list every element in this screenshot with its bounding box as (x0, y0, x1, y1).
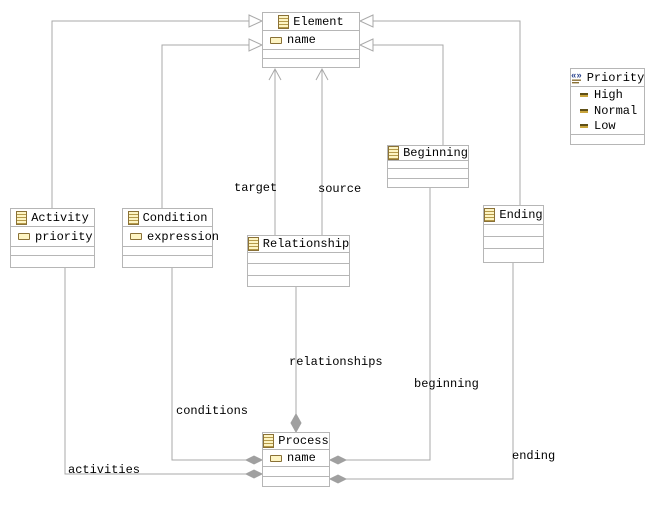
class-title: Activity (31, 210, 89, 225)
class-icon (484, 208, 496, 222)
bottom-compartment (263, 59, 359, 67)
generalization-ending-element[interactable] (358, 14, 521, 205)
bottom-compartment (263, 477, 329, 486)
class-relationship-header: Relationship (248, 236, 349, 253)
attribute-icon (270, 454, 282, 462)
enum-literal-row[interactable]: High (571, 87, 644, 103)
attribute-icon (270, 36, 282, 44)
bottom-compartment (248, 276, 349, 286)
class-icon (388, 146, 400, 160)
attribute-row[interactable]: name (270, 451, 329, 465)
bottom-compartment (571, 135, 644, 144)
attributes-compartment (248, 253, 349, 264)
containment-beginning[interactable] (328, 188, 431, 465)
attributes-compartment (484, 225, 543, 237)
generalization-activity-element[interactable] (51, 14, 264, 208)
edge-label-source[interactable]: source (318, 182, 362, 196)
containment-relationships[interactable] (290, 287, 302, 434)
class-process[interactable]: Process name (262, 432, 330, 487)
edge-label-target[interactable]: target (234, 181, 278, 195)
class-beginning[interactable]: Beginning (387, 145, 469, 188)
containment-conditions[interactable] (171, 268, 264, 465)
attribute-icon (18, 233, 30, 240)
edge-label-conditions[interactable]: conditions (176, 404, 249, 418)
class-icon (248, 237, 259, 251)
enum-literal-icon (580, 108, 588, 113)
enum-title: Priority (586, 70, 644, 85)
class-title: Condition (142, 210, 208, 225)
enum-literal-icon (580, 124, 588, 129)
enum-icon: «» (571, 71, 583, 85)
class-condition[interactable]: Condition expression (122, 208, 219, 268)
class-title: Process (278, 434, 329, 448)
class-ending[interactable]: Ending (483, 205, 544, 263)
enum-literal: High (594, 87, 623, 102)
bottom-compartment (388, 179, 468, 187)
bottom-compartment (484, 249, 543, 262)
attribute-row[interactable]: name (270, 33, 359, 47)
containment-activities[interactable] (64, 268, 264, 479)
class-relationship[interactable]: Relationship (247, 235, 350, 287)
edge-label-ending[interactable]: ending (512, 449, 556, 463)
operations-compartment (248, 264, 349, 276)
enum-literal: Low (594, 119, 616, 134)
attribute-name: name (287, 33, 316, 47)
class-element-header: Element (263, 13, 359, 31)
attribute-name: name (287, 451, 316, 465)
class-activity[interactable]: Activity priority (10, 208, 95, 268)
operations-compartment (263, 50, 359, 59)
class-condition-header: Condition (123, 209, 212, 227)
edge-label-activities[interactable]: activities (68, 463, 141, 477)
attribute-icon (130, 233, 142, 240)
attribute-row[interactable]: priority (18, 230, 94, 244)
class-icon (16, 210, 28, 225)
class-process-attributes: name (263, 450, 329, 467)
class-ending-header: Ending (484, 206, 543, 225)
operations-compartment (388, 169, 468, 179)
edge-label-beginning[interactable]: beginning (414, 377, 479, 391)
edge-label-relationships[interactable]: relationships (289, 355, 383, 369)
class-activity-attributes: priority (11, 227, 94, 247)
class-title: Element (293, 14, 344, 29)
association-source[interactable] (315, 67, 329, 235)
association-target[interactable] (268, 67, 282, 235)
class-icon (127, 210, 139, 225)
enum-literal-row[interactable]: Normal (571, 103, 644, 119)
bottom-compartment (123, 256, 212, 267)
containment-ending[interactable] (328, 263, 514, 484)
class-condition-attributes: expression (123, 227, 219, 247)
class-element[interactable]: Element name (262, 12, 360, 68)
attribute-name: priority (35, 229, 93, 244)
generalization-condition-element[interactable] (161, 38, 264, 208)
operations-compartment (484, 237, 543, 249)
enum-priority-header: «» Priority (571, 69, 644, 87)
enum-literal: Normal (594, 103, 638, 118)
operations-compartment (123, 247, 212, 256)
attribute-name: expression (147, 229, 220, 244)
enum-literals: High Normal Low (571, 87, 644, 135)
class-title: Relationship (262, 237, 349, 251)
generalization-beginning-element[interactable] (358, 38, 444, 145)
class-title: Ending (499, 208, 543, 222)
operations-compartment (11, 247, 94, 256)
class-element-attributes: name (263, 31, 359, 50)
class-beginning-header: Beginning (388, 146, 468, 161)
class-title: Beginning (403, 146, 468, 160)
enum-priority[interactable]: «» Priority High Normal Low (570, 68, 645, 145)
class-process-header: Process (263, 433, 329, 450)
enum-literal-icon (580, 92, 588, 97)
enum-literal-row[interactable]: Low (571, 118, 644, 134)
class-icon (278, 14, 290, 29)
attributes-compartment (388, 161, 468, 169)
class-icon (263, 434, 275, 448)
operations-compartment (263, 467, 329, 477)
class-activity-header: Activity (11, 209, 94, 227)
svg-text:«»: «» (571, 71, 582, 81)
bottom-compartment (11, 256, 94, 267)
attribute-row[interactable]: expression (130, 230, 219, 244)
